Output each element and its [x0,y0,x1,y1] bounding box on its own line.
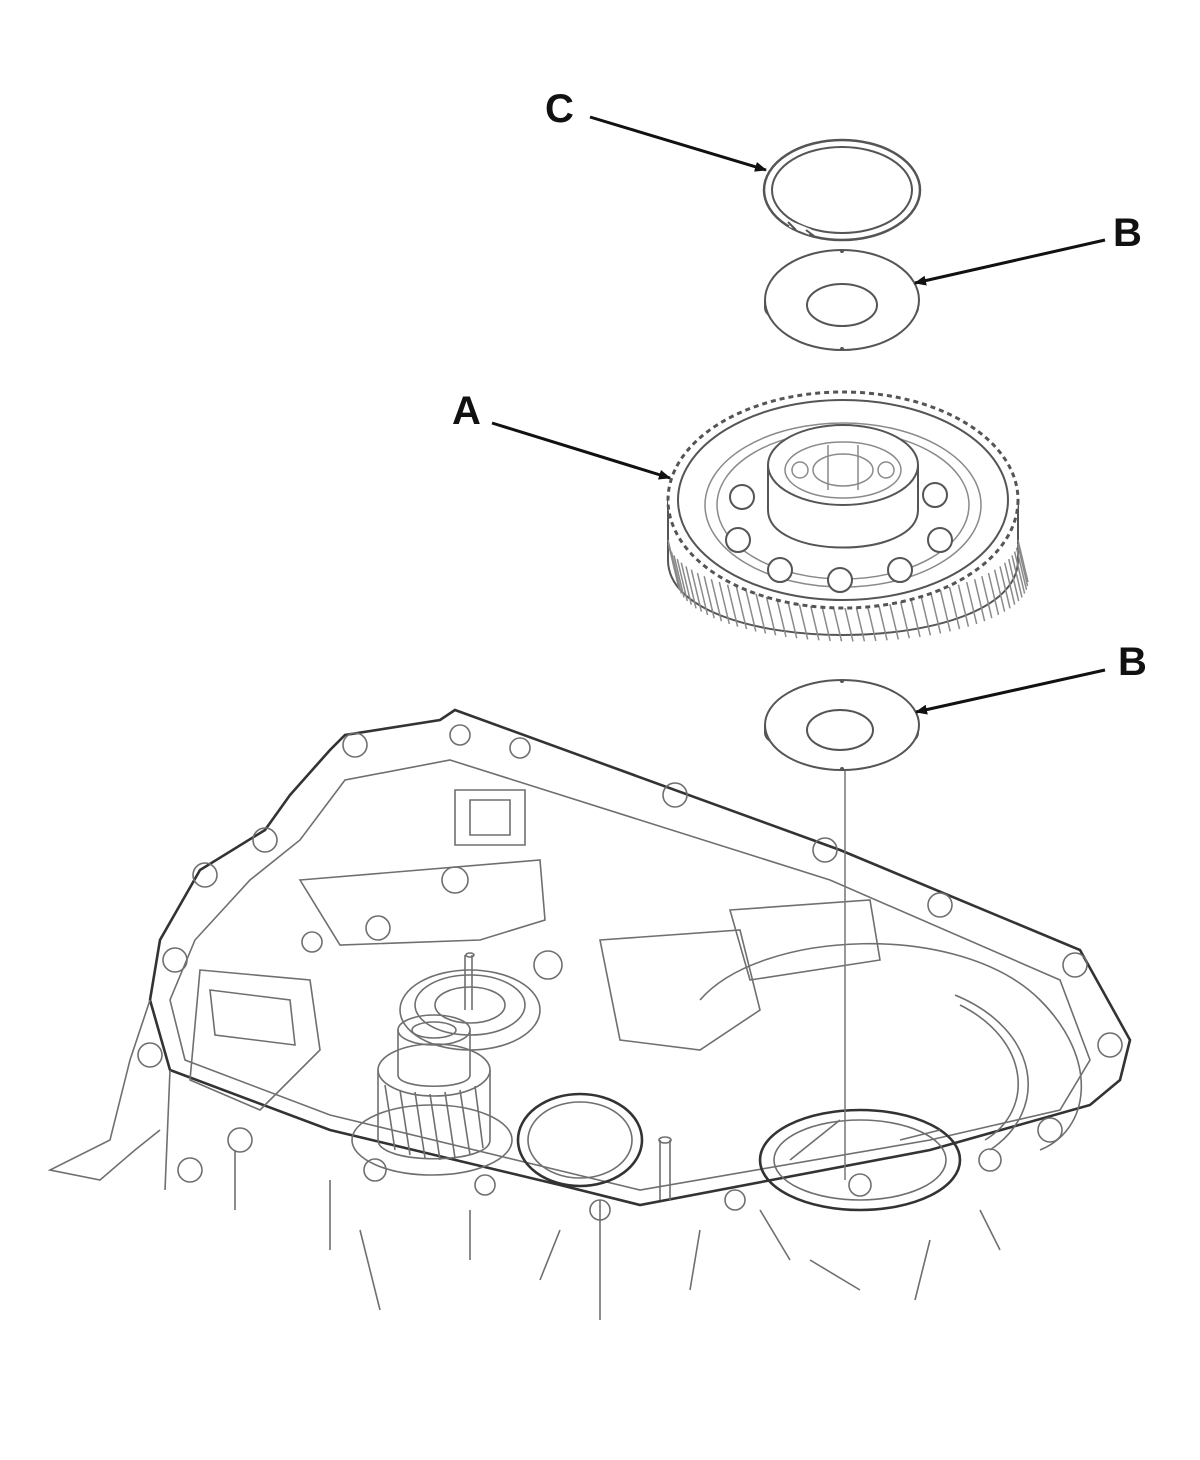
gear-teeth [667,539,1029,642]
gear-tooth [775,594,787,638]
gear-tooth [939,589,951,632]
gear-tooth [898,596,911,639]
gear-tooth [987,572,1000,616]
transmission-housing [47,708,1132,1320]
gear-leader [491,421,671,480]
gear-tooth [909,594,921,638]
gear-tooth [993,569,1006,612]
gear-tooth [685,566,697,609]
gear-tooth [999,566,1011,609]
gear-tooth [726,584,739,627]
gear-tooth [673,555,685,598]
gear-tooth [1007,558,1020,602]
lower-washer-leader [915,668,1106,715]
gear-tooth [745,589,757,632]
callout-label-c: C [545,87,574,131]
pinion-gear [351,1014,513,1176]
gear-tooth [1003,562,1016,605]
gear-tooth [981,576,993,619]
gear-tooth [1013,551,1026,594]
gear-tooth [735,586,748,630]
callout-label-b-lower: B [1118,640,1147,684]
gear-tooth [703,576,715,619]
upper-washer-leader [914,238,1106,286]
callout-label-a: A [452,389,481,433]
gear-tooth [680,562,693,605]
gear-tooth [696,572,709,616]
gear-mounting-bolts [725,482,953,593]
callout-label-b-upper: B [1113,211,1142,255]
gear-tooth [929,591,942,634]
gear-tooth [965,581,978,625]
final-driven-gear [666,390,1029,642]
gear-tooth [710,579,723,622]
gear-tooth [887,597,900,640]
gear-tooth [676,558,689,602]
gear-tooth [764,593,777,636]
gear-tooth [1011,555,1023,598]
gear-tooth [754,591,767,634]
snap-ring [762,138,922,242]
upper-thrust-washer [764,249,920,351]
gear-tooth [690,569,703,612]
gear-tooth [1016,543,1029,587]
gear-tooth [957,584,970,627]
gear-tooth [919,593,932,636]
gear-tooth [973,579,986,622]
gear-tooth [948,586,961,630]
snap-ring-leader [589,115,767,172]
gear-tooth [670,551,683,594]
gear-tooth [668,547,681,590]
gear-tooth [718,581,731,625]
lower-thrust-washer [764,679,920,771]
gear-tooth [1015,547,1028,590]
gear-tooth [1017,539,1029,583]
